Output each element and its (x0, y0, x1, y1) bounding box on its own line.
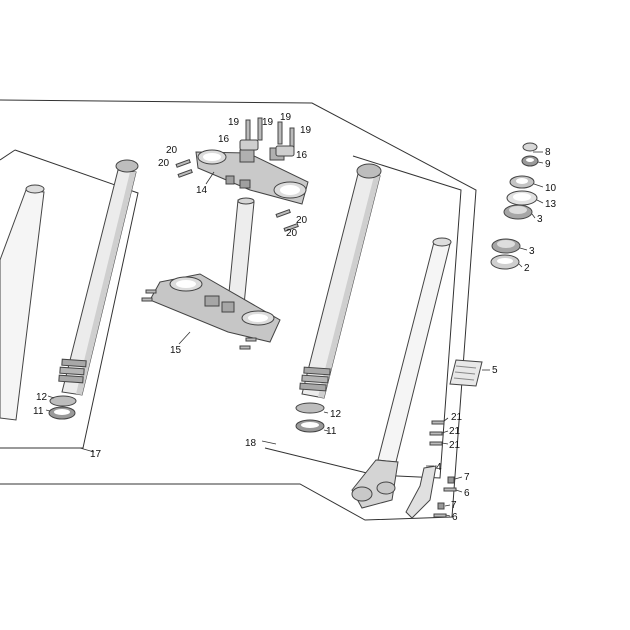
label-l27: 21 (451, 412, 463, 423)
label-l25: 2 (524, 263, 530, 274)
label-l6: 16 (296, 150, 308, 161)
label-l12: 15 (170, 345, 182, 356)
handlebar-clamp-caps (239, 139, 295, 157)
lower-triple-clamp-stem (141, 197, 281, 350)
diagram-boundary (0, 99, 477, 521)
label-l16: 11 (33, 406, 44, 417)
label-l13: 17 (90, 449, 102, 460)
right-fork-assembly (295, 163, 452, 519)
label-l24: 3 (529, 246, 535, 257)
label-l19: 8 (545, 147, 551, 158)
left-fork-seal-stack (58, 358, 87, 384)
label-l32: 6 (464, 488, 470, 499)
label-l33: 7 (451, 500, 457, 511)
label-l2: 19 (262, 117, 274, 128)
leader-lines (45, 151, 544, 517)
label-l18: 11 (326, 426, 337, 437)
label-l14: 18 (245, 438, 257, 449)
left-fork-assembly (0, 159, 139, 421)
label-l28: 21 (449, 426, 461, 437)
left-sub-boundary-top (0, 149, 16, 161)
label-l15: 12 (36, 392, 48, 403)
label-l5: 16 (218, 134, 230, 145)
label-l23: 3 (537, 214, 543, 225)
left-fork-inner-tube (0, 189, 45, 421)
label-l3: 19 (280, 112, 292, 123)
part-6-7-bolts (433, 476, 457, 518)
left-fork-outer-tube-shade (76, 172, 136, 395)
part-5-label-plate (449, 359, 483, 387)
label-l9: 20 (296, 215, 308, 226)
part-12-ring-left (49, 395, 77, 407)
part-21-screws (429, 420, 445, 446)
left-fork-top-cap (115, 159, 139, 173)
label-l17: 12 (330, 409, 342, 420)
clamp-pinch-bolts (175, 159, 299, 232)
left-fork-inner-top (25, 184, 45, 194)
upper-triple-clamp (195, 147, 309, 205)
label-l31: 7 (464, 472, 470, 483)
label-l22: 13 (545, 199, 557, 210)
label-l11: 14 (196, 185, 208, 196)
label-l20: 9 (545, 159, 551, 170)
label-l10: 20 (286, 228, 298, 239)
part-4-bracket (405, 465, 437, 519)
label-l34: 6 (452, 512, 458, 523)
label-l7: 20 (166, 145, 178, 156)
label-l30: 4 (436, 462, 442, 473)
label-l4: 19 (300, 125, 312, 136)
label-l26: 5 (492, 365, 498, 376)
part-number-labels: 19 19 19 19 16 16 20 20 20 20 14 15 17 1… (33, 112, 557, 523)
right-sub-boundary (264, 155, 462, 479)
label-l29: 21 (449, 440, 461, 451)
left-sub-boundary (0, 149, 139, 449)
label-l21: 10 (545, 183, 557, 194)
part-11-seal-left-hole (54, 409, 70, 415)
label-l1: 19 (228, 117, 240, 128)
steering-bearing-stack (490, 142, 539, 270)
label-l8: 20 (158, 158, 170, 169)
